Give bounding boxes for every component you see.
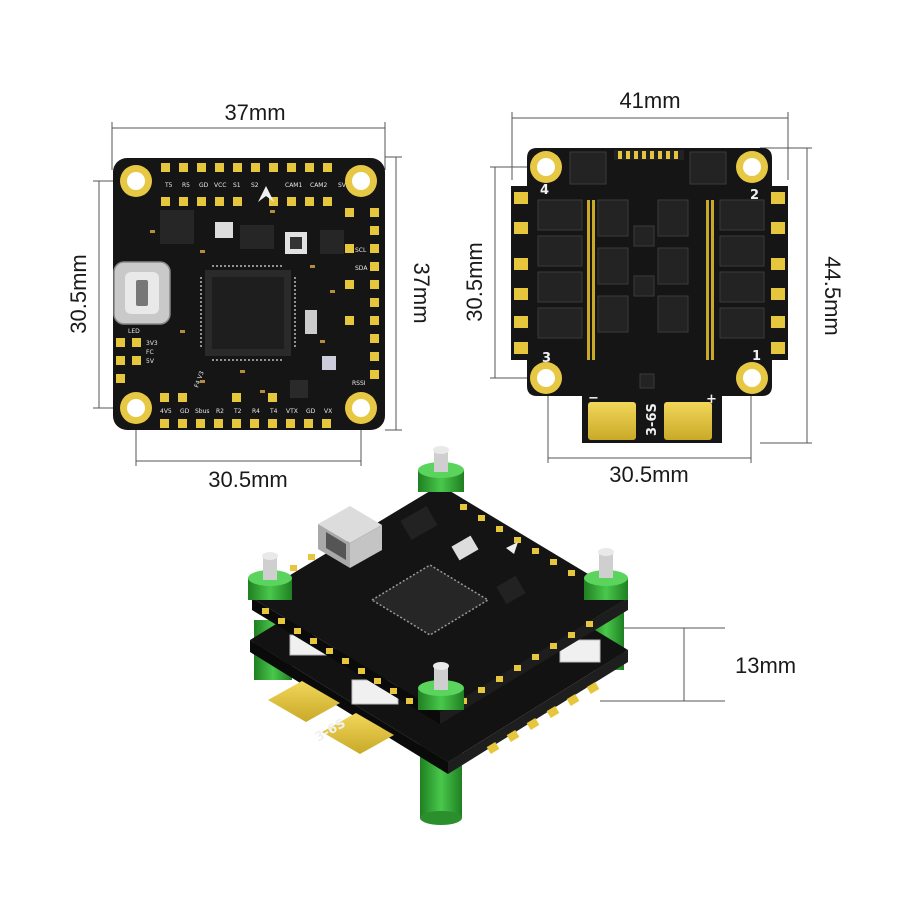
fc-chip [215, 222, 233, 238]
silk-label: FC [146, 349, 154, 356]
plus-sign: + [706, 392, 717, 407]
silk-label: VCC [214, 182, 226, 189]
silk-label: S2 [251, 182, 259, 189]
fc-chip [240, 225, 274, 249]
silk-label: CAM2 [310, 182, 327, 189]
battery-pad-negative [588, 402, 636, 440]
standoff-top [584, 548, 628, 600]
fc-direction-arrow-icon [258, 186, 274, 202]
fc-mount-holes [120, 165, 377, 424]
fc-direction-arrow-icon-3d [506, 542, 518, 554]
fc-chip [305, 310, 317, 334]
silk-label: 5V [146, 358, 155, 365]
silk-label: LED [128, 328, 140, 335]
esc-hole-h-label: 30.5mm [609, 462, 688, 487]
standoff-top [418, 662, 464, 710]
battery-pad-3d [322, 713, 394, 754]
fc-height-label: 37mm [409, 262, 434, 323]
esc-mosfets [537, 151, 765, 389]
esc-motor-pads [514, 192, 785, 354]
fc-mcu-chip-3d [370, 564, 490, 636]
corner-number: 4 [540, 183, 549, 198]
usb-c-port-3d [318, 506, 382, 568]
stack-height-label: 13mm [735, 653, 796, 678]
silk-label: R2 [216, 408, 224, 415]
fc-chip-3d [400, 505, 438, 541]
silk-label: R4 [252, 408, 260, 415]
silk-label: T2 [233, 408, 242, 415]
esc-height-label: 44.5mm [820, 256, 845, 335]
silk-label: SDA [355, 265, 368, 272]
standoff-top [418, 446, 464, 492]
fc-side-pads [116, 208, 379, 383]
esc-hole-v-label: 30.5mm [462, 242, 487, 321]
fc-width-label: 37mm [224, 100, 285, 125]
corner-number: 1 [752, 349, 761, 364]
fc-chip [320, 230, 344, 254]
fc-chip [322, 356, 336, 370]
esc-width-label: 41mm [619, 88, 680, 113]
corner-number: 2 [750, 188, 759, 203]
silk-label: VTX [286, 408, 298, 415]
esc-voltage-label: 3-6S [645, 403, 660, 436]
silk-label: R5 [182, 182, 190, 189]
fc-hole-v-label: 30.5mm [66, 254, 91, 333]
esc-mount-holes [530, 151, 768, 394]
fc-bottom-pads [160, 393, 331, 428]
silk-label: Sbus [195, 408, 210, 415]
silk-label: S1 [233, 182, 241, 189]
silk-label: RSSI [352, 380, 366, 387]
silk-label: 4V5 [160, 408, 172, 415]
silk-label: GD [180, 408, 190, 415]
fc-chip [290, 380, 308, 398]
fc-chip-3d [496, 575, 526, 605]
silk-label: GD [306, 408, 316, 415]
minus-sign: − [588, 391, 599, 406]
corner-number: 3 [542, 351, 551, 366]
silk-label: GD [199, 182, 209, 189]
battery-pad-positive [664, 402, 712, 440]
silk-label: T4 [269, 408, 278, 415]
fc-board-view: 37mm 37mm 30.5mm 30.5mm [66, 100, 434, 492]
silk-label: VX [324, 408, 332, 415]
stack-3d-view: 13mm 3-6S [248, 446, 796, 825]
silk-label: SV [338, 182, 347, 189]
silk-label: T5 [164, 182, 173, 189]
esc-silkscreen: 4 2 3 1 3-6S − + [540, 183, 761, 436]
silk-label: SCL [355, 247, 367, 254]
fc-hole-h-label: 30.5mm [208, 467, 287, 492]
fc-chip [160, 210, 194, 244]
esc-board-view: 41mm 44.5mm 30.5mm 30.5mm [462, 88, 845, 487]
silk-label: CAM1 [285, 182, 302, 189]
standoff-top [248, 552, 292, 600]
silk-label: 3V3 [146, 340, 158, 347]
fc-chip-3d [451, 535, 479, 561]
esc-connector [614, 150, 684, 160]
battery-pad-3d [268, 681, 340, 722]
